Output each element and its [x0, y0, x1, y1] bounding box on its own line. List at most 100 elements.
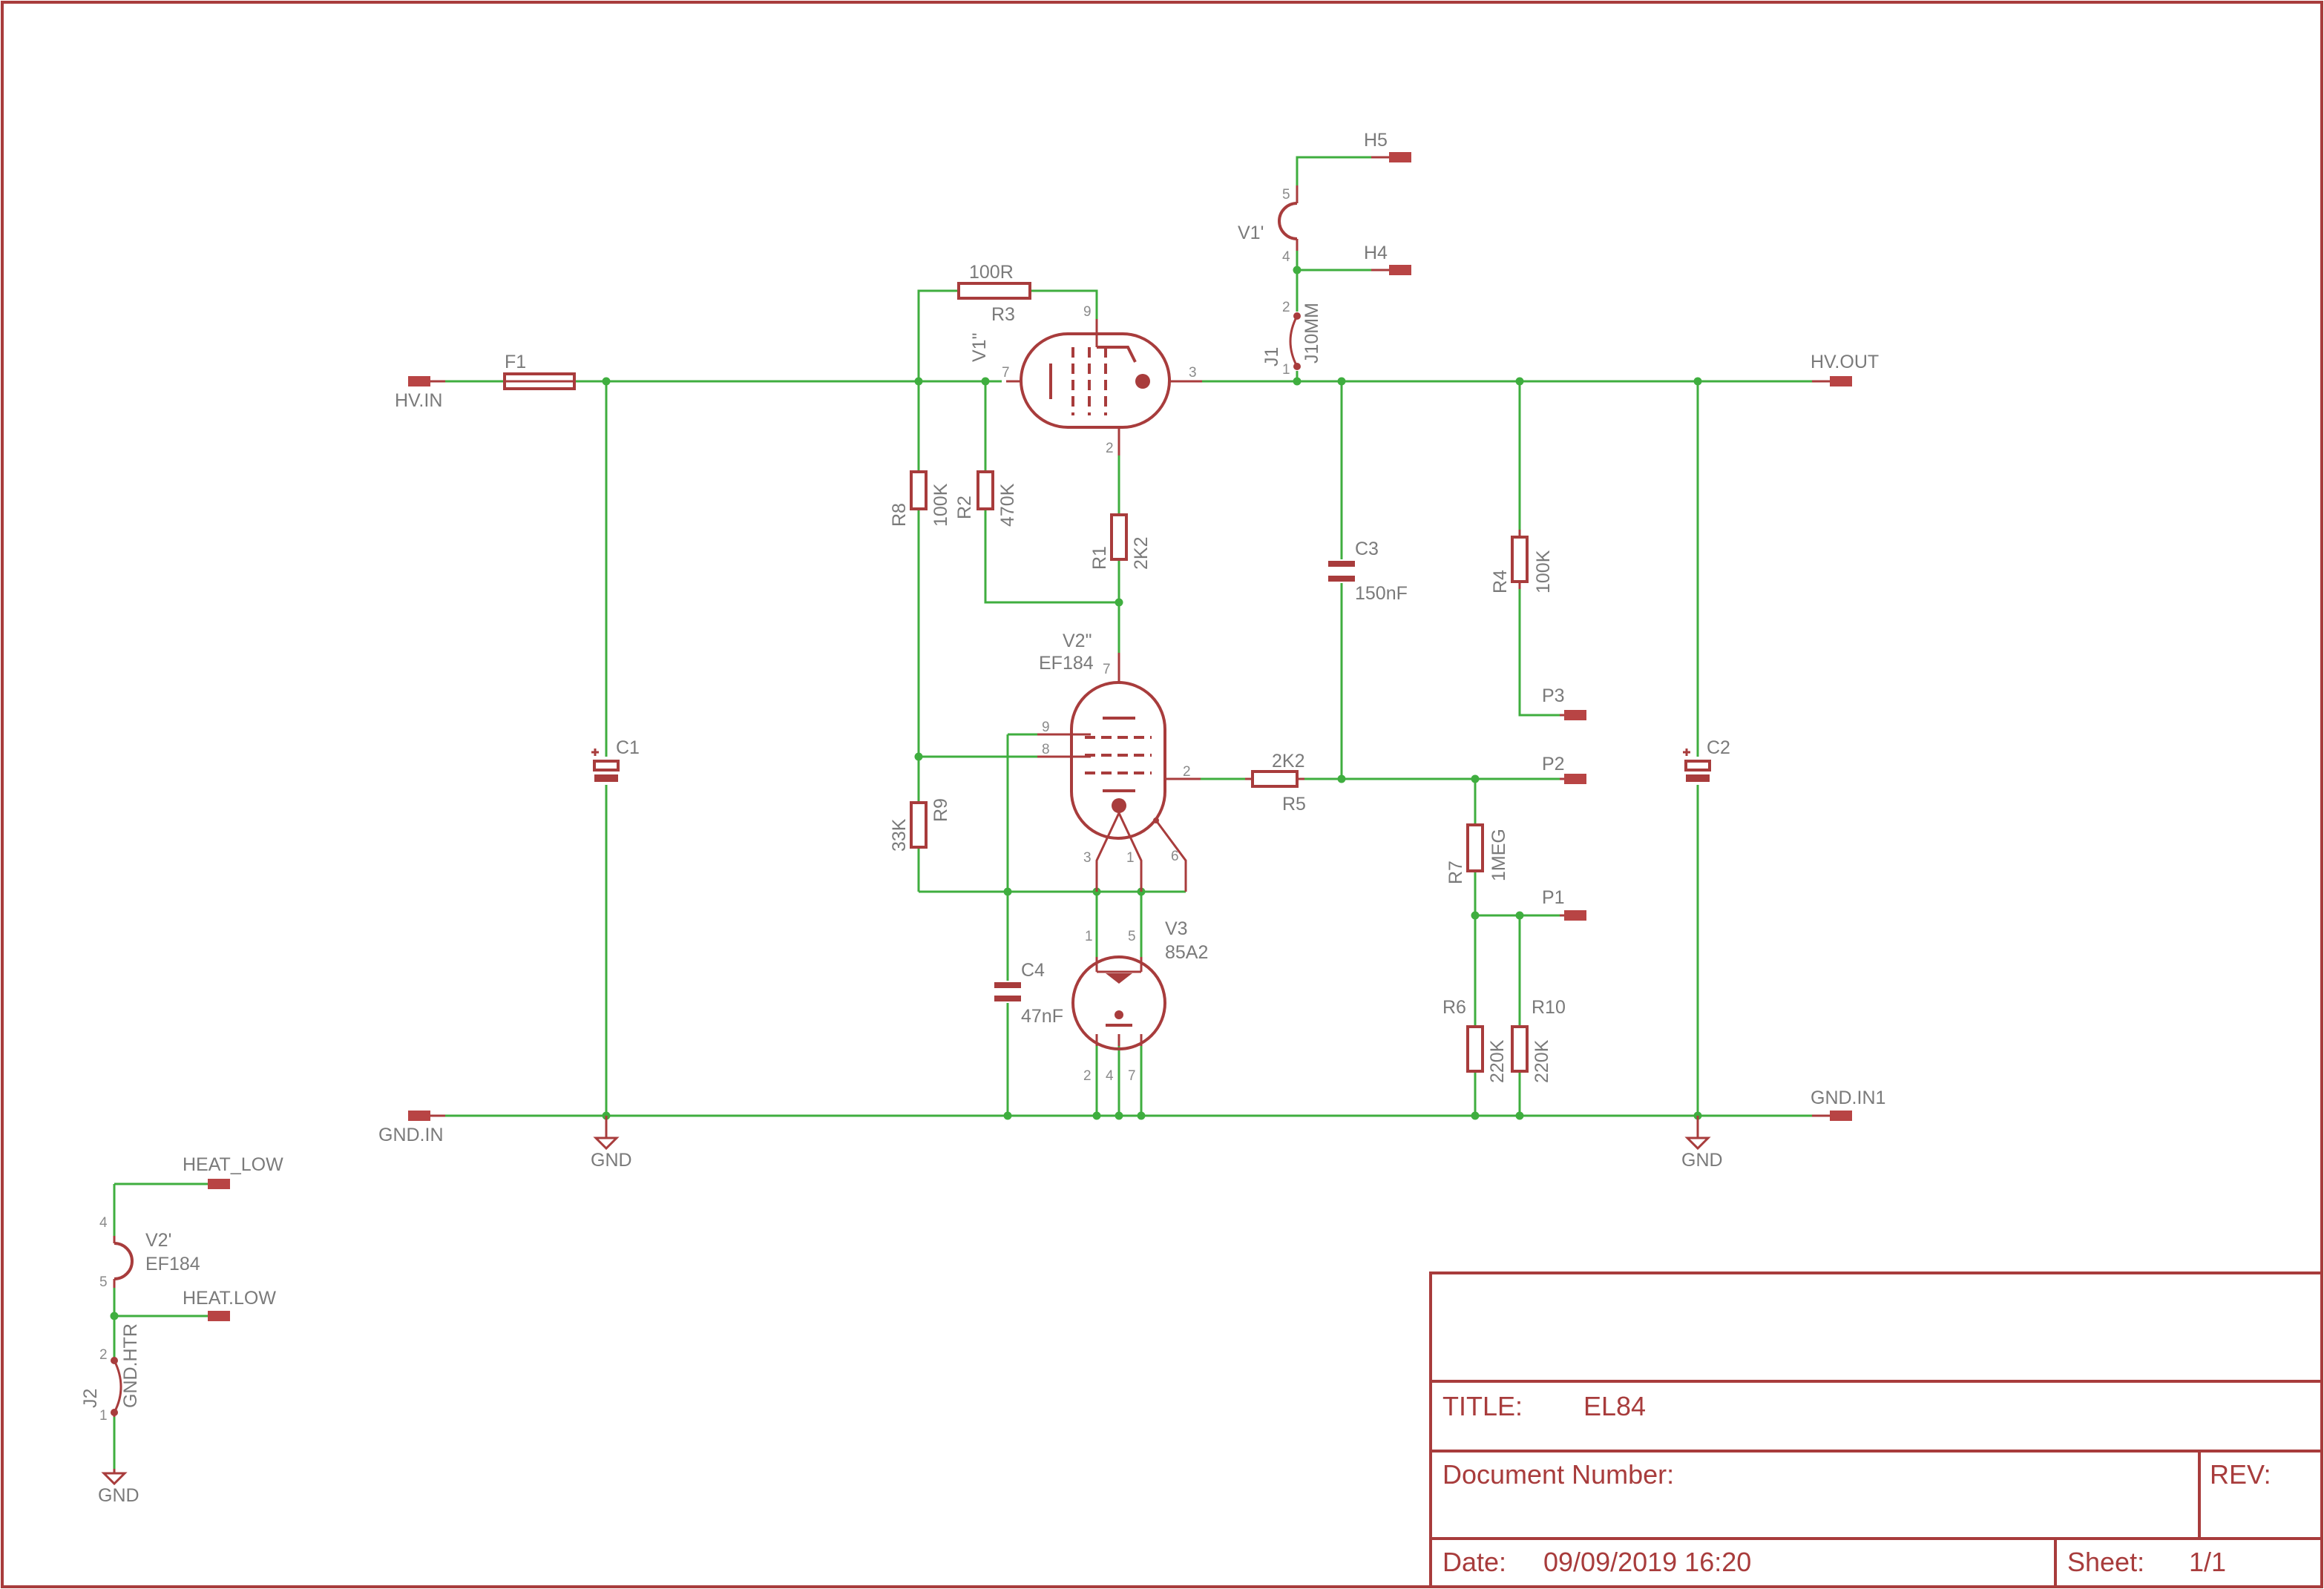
resistor-name: R6 [1442, 997, 1466, 1018]
resistor-r8[interactable]: R8 100K [889, 470, 951, 527]
pin-number: 1 [99, 1408, 108, 1424]
capacitor-c2[interactable]: C2 [1683, 737, 1730, 782]
gnd-label: GND [98, 1485, 139, 1506]
pin-number: 9 [1083, 304, 1092, 320]
pin-number: 8 [1042, 742, 1050, 757]
resistor-r6[interactable]: R6 220K [1442, 997, 1508, 1083]
port-label: P2 [1542, 754, 1565, 774]
resistor-name: R4 [1490, 570, 1511, 593]
resistor-r10[interactable]: R10 220K [1511, 997, 1566, 1083]
date-value: 09/09/2019 16:20 [1543, 1547, 1751, 1577]
tube-v1-pentode[interactable]: 9 7 3 2 V1" [969, 304, 1202, 456]
jumper-name: J1 [1261, 347, 1282, 366]
resistor-name: R8 [889, 503, 910, 527]
pin-number: 2 [1106, 441, 1114, 456]
resistor-value: 100K [1533, 550, 1554, 593]
capacitor-c3[interactable]: C3 150nF [1328, 539, 1408, 604]
pin-number: 2 [1282, 300, 1290, 315]
pin-number: 5 [1282, 187, 1290, 203]
port-heat-low-2[interactable]: HEAT.LOW [183, 1288, 276, 1321]
gnd-label: GND [591, 1150, 632, 1171]
port-label: HEAT.LOW [183, 1288, 276, 1309]
jumper-value: J10MM [1301, 303, 1322, 363]
resistor-r1[interactable]: R1 2K2 [1089, 513, 1152, 570]
pin-number: 7 [1002, 365, 1010, 381]
port-heat-low-1[interactable]: HEAT_LOW [183, 1154, 283, 1189]
resistor-r3[interactable]: 100R R3 [957, 262, 1031, 325]
tube-value: EF184 [1039, 653, 1094, 674]
resistor-value: 470K [997, 483, 1018, 527]
port-label: HEAT_LOW [183, 1154, 283, 1175]
tube-v3-regulator[interactable]: 1 5 2 4 7 V3 85A2 [1071, 918, 1208, 1084]
capacitor-name: C3 [1355, 539, 1379, 559]
pin-number: 5 [1128, 929, 1136, 944]
resistor-value: 33K [889, 818, 910, 852]
tube-name: V1" [969, 333, 990, 362]
capacitor-value: 150nF [1355, 583, 1408, 604]
capacitor-name: C2 [1707, 737, 1730, 758]
resistor-name: R2 [954, 496, 975, 519]
gnd-label: GND [1681, 1150, 1723, 1171]
pin-number: 7 [1128, 1068, 1136, 1084]
jumper-j2[interactable]: 2 1 J2 GND.HTR [80, 1323, 141, 1424]
port-label: H5 [1364, 130, 1388, 151]
port-hv-in[interactable]: HV.IN [395, 376, 445, 411]
resistor-r5[interactable]: 2K2 R5 [1245, 751, 1306, 815]
port-label: HV.OUT [1811, 352, 1879, 372]
port-label: H4 [1364, 243, 1388, 263]
gnd-symbol-1: GND [591, 1116, 632, 1171]
tube-v2-heater[interactable]: 4 5 V2' EF184 [99, 1215, 200, 1290]
resistor-value: 1MEG [1488, 829, 1509, 881]
jumper-name: J2 [80, 1389, 101, 1408]
resistor-name: R5 [1282, 794, 1306, 815]
resistor-r2[interactable]: R2 470K [954, 470, 1018, 527]
capacitor-name: C4 [1021, 960, 1045, 981]
port-label: P1 [1542, 887, 1565, 908]
document-number-label: Document Number: [1442, 1459, 1674, 1490]
sheet-label: Sheet: [2067, 1547, 2144, 1577]
port-label: GND.IN1 [1811, 1088, 1885, 1108]
capacitor-c1[interactable]: C1 [591, 737, 640, 782]
port-h5[interactable]: H5 [1364, 130, 1411, 162]
port-hv-out[interactable]: HV.OUT [1811, 352, 1879, 386]
pin-number: 7 [1103, 662, 1111, 677]
resistor-value: 220K [1532, 1039, 1552, 1083]
title-block: TITLE: EL84 Document Number: REV: Date: … [1429, 1271, 2323, 1588]
resistor-name: R3 [991, 304, 1015, 325]
tube-name: V2' [145, 1230, 171, 1251]
capacitor-name: C1 [616, 737, 640, 758]
pin-number: 1 [1282, 362, 1290, 378]
port-p3[interactable]: P3 [1542, 685, 1586, 720]
port-label: P3 [1542, 685, 1565, 706]
port-gnd-in1[interactable]: GND.IN1 [1811, 1088, 1885, 1121]
resistor-value: 220K [1487, 1039, 1508, 1083]
gnd-symbol-2: GND [1681, 1116, 1723, 1171]
resistor-r9[interactable]: 33K R9 [889, 798, 951, 852]
pin-number: 3 [1189, 365, 1197, 381]
port-p2[interactable]: P2 [1542, 754, 1586, 784]
title-value: EL84 [1583, 1391, 1646, 1421]
revision-label: REV: [2210, 1459, 2271, 1490]
pin-number: 4 [99, 1215, 108, 1231]
tube-v2-pentode[interactable]: 7 9 8 2 3 1 6 V2" EF184 [1037, 631, 1201, 892]
tube-v1-heater[interactable]: 5 4 V1' [1238, 185, 1299, 265]
port-gnd-in[interactable]: GND.IN [378, 1111, 445, 1145]
tube-value: EF184 [145, 1254, 200, 1274]
resistor-value: 2K2 [1272, 751, 1304, 772]
port-h4[interactable]: H4 [1364, 243, 1411, 275]
fuse-f1[interactable]: F1 [503, 352, 576, 390]
pin-number: 2 [1183, 764, 1191, 780]
resistor-value: 100K [930, 483, 951, 527]
pin-number: 1 [1085, 929, 1093, 944]
jumper-j1[interactable]: 2 1 J1 J10MM [1261, 300, 1322, 378]
resistor-r7[interactable]: R7 1MEG [1445, 823, 1509, 884]
resistor-name: R1 [1089, 546, 1110, 570]
tube-name: V2" [1063, 631, 1092, 651]
port-p1[interactable]: P1 [1542, 887, 1586, 921]
resistor-r4[interactable]: R4 100K [1490, 530, 1554, 593]
pin-number: 5 [99, 1274, 108, 1290]
resistor-name: R7 [1445, 861, 1466, 884]
port-label: HV.IN [395, 390, 442, 411]
capacitor-c4[interactable]: C4 47nF [994, 960, 1063, 1027]
